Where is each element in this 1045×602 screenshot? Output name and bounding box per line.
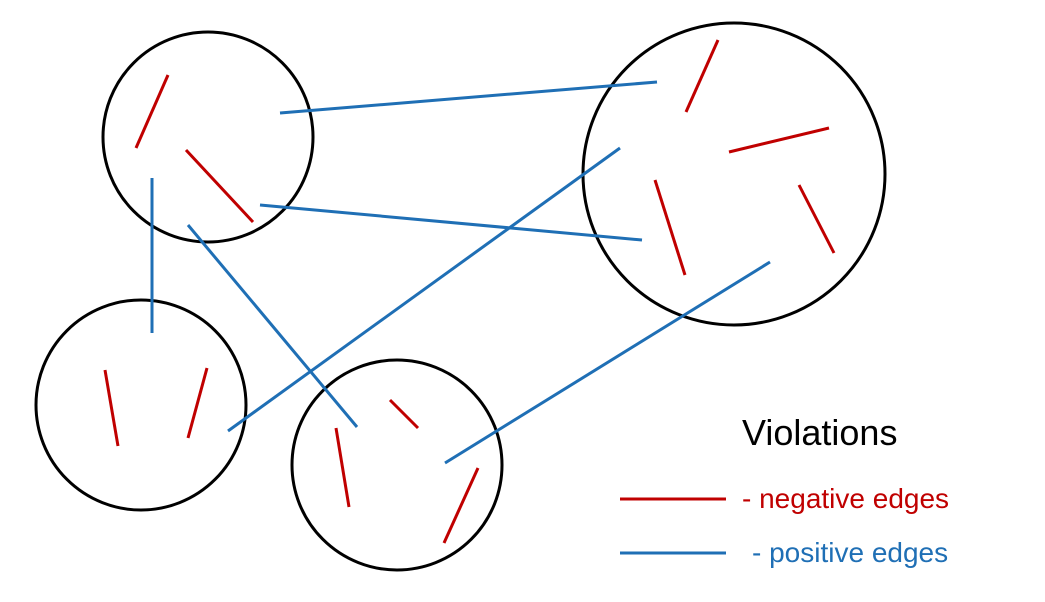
legend-positive-label: - positive edges [752, 537, 949, 568]
negative-edge [134, 74, 170, 149]
negative-edge [442, 467, 480, 544]
cluster-bottom-middle [290, 358, 504, 572]
negative-edge [797, 184, 836, 254]
negative-edge [186, 367, 209, 439]
positive-edge [279, 80, 658, 115]
cluster-top-right [581, 21, 887, 327]
negative-edge [653, 179, 687, 276]
negative-edge [334, 427, 351, 508]
negative-edges [103, 39, 836, 544]
clusters [34, 21, 887, 572]
negative-edge [728, 126, 830, 154]
positive-edge [444, 260, 771, 465]
legend-title: Violations [742, 412, 898, 453]
positive-edge [186, 224, 359, 428]
negative-edge [684, 39, 720, 113]
positive-edge [227, 146, 621, 433]
cluster-bottom-left [34, 298, 248, 512]
positive-edge [259, 203, 643, 242]
legend-negative-label: - negative edges [742, 483, 950, 514]
cluster-top-left [101, 30, 315, 244]
negative-edge [388, 398, 420, 430]
negative-edge [184, 148, 255, 224]
negative-edge [103, 369, 120, 447]
positive-edges [150, 80, 771, 465]
